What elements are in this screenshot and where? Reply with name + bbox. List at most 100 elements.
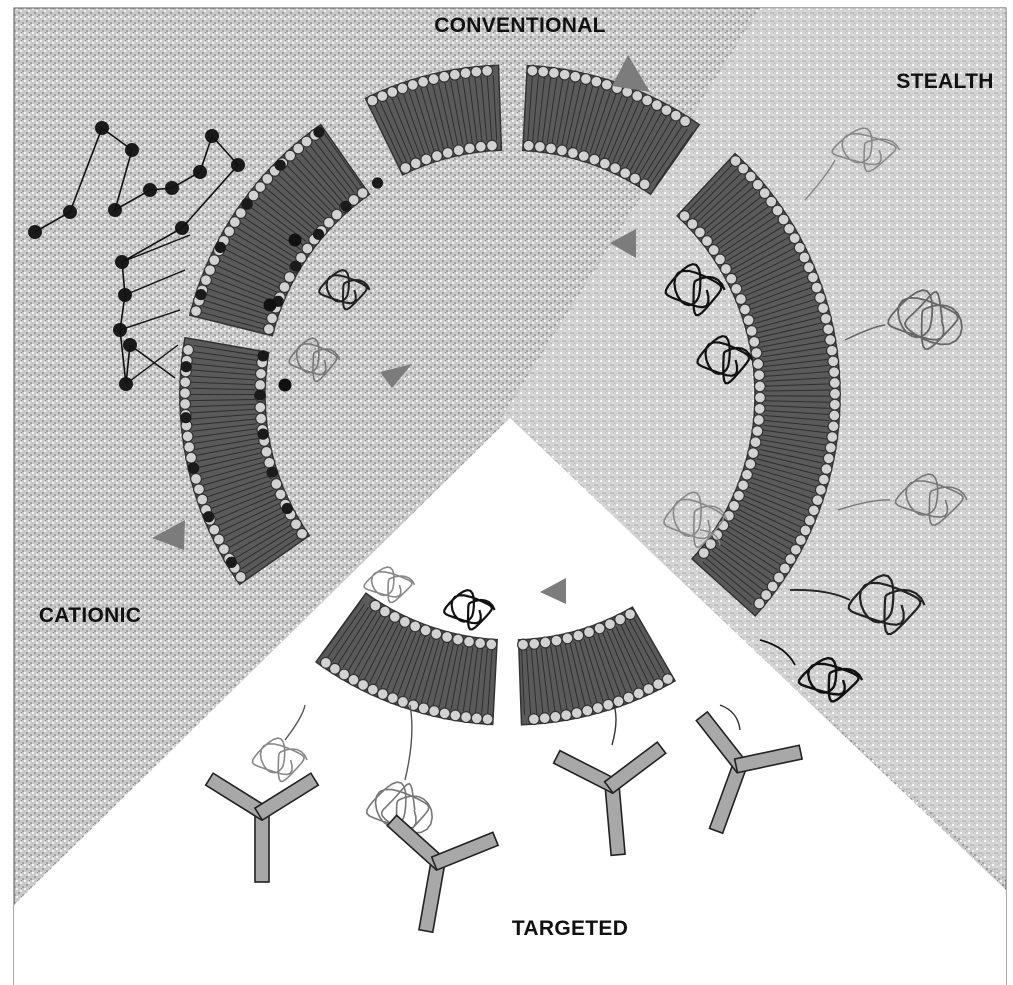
headgroup — [570, 71, 581, 82]
headgroup — [255, 402, 266, 413]
headgroup — [733, 490, 744, 501]
headgroup — [529, 638, 540, 649]
cationic-head — [241, 198, 252, 209]
headgroup — [742, 469, 753, 480]
headgroup — [538, 66, 549, 77]
headgroup — [823, 453, 834, 464]
headgroup — [461, 712, 472, 723]
headgroup — [271, 479, 282, 490]
headgroup — [320, 657, 331, 668]
headgroup — [827, 345, 838, 356]
headgroup — [387, 87, 398, 98]
headgroup — [546, 143, 557, 154]
headgroup — [829, 378, 840, 389]
headgroup — [698, 548, 709, 559]
headgroup — [568, 148, 579, 159]
headgroup — [279, 282, 290, 293]
cationic-head — [203, 511, 214, 522]
headgroup — [549, 68, 560, 79]
headgroup — [557, 145, 568, 156]
headgroup — [828, 356, 839, 367]
headgroup — [528, 714, 539, 725]
headgroup — [808, 505, 819, 516]
headgroup — [731, 283, 742, 294]
headgroup — [825, 442, 836, 453]
headgroup — [475, 638, 486, 649]
label-stealth: STEALTH — [896, 70, 993, 93]
headgroup — [594, 623, 605, 634]
headgroup — [209, 524, 220, 535]
headgroup — [815, 485, 826, 496]
headgroup — [540, 637, 551, 648]
cationic-head — [313, 229, 324, 240]
cationic-head — [180, 412, 191, 423]
headgroup — [209, 255, 220, 266]
cationic-head — [254, 389, 265, 400]
headgroup — [794, 242, 805, 253]
headgroup — [653, 679, 664, 690]
headgroup — [599, 158, 610, 169]
headgroup — [748, 448, 759, 459]
headgroup — [418, 76, 429, 87]
headgroup — [180, 399, 191, 410]
headgroup — [818, 474, 829, 485]
headgroup — [523, 140, 534, 151]
headgroup — [449, 69, 460, 80]
headgroup — [399, 616, 410, 627]
headgroup — [812, 495, 823, 506]
headgroup — [380, 606, 391, 617]
headgroup — [551, 635, 562, 646]
headgroup — [407, 79, 418, 90]
headgroup — [578, 151, 589, 162]
headgroup — [410, 158, 421, 169]
cationic-head — [267, 467, 278, 478]
headgroup — [539, 713, 550, 724]
headgroup — [183, 345, 194, 356]
headgroup — [184, 442, 195, 453]
headgroup — [367, 684, 378, 695]
headgroup — [275, 489, 286, 500]
label-conventional: CONVENTIONAL — [434, 14, 606, 37]
antibody-stem — [255, 812, 269, 882]
headgroup — [256, 413, 267, 424]
headgroup — [825, 335, 836, 346]
headgroup — [561, 710, 572, 721]
headgroup — [591, 76, 602, 87]
cationic-head — [372, 177, 383, 188]
headgroup — [534, 141, 545, 152]
headgroup — [735, 294, 746, 305]
headgroup — [464, 143, 475, 154]
headgroup — [632, 91, 643, 102]
headgroup — [431, 628, 442, 639]
headgroup — [291, 519, 302, 530]
headgroup — [582, 705, 593, 716]
headgroup — [482, 65, 493, 76]
headgroup — [182, 431, 193, 442]
cationic-head — [257, 350, 268, 361]
headgroup — [573, 630, 584, 641]
headgroup — [752, 426, 763, 437]
label-targeted: TARGETED — [512, 917, 628, 940]
headgroup — [633, 688, 644, 699]
headgroup — [186, 452, 197, 463]
headgroup — [527, 65, 538, 76]
headgroup — [708, 245, 719, 256]
headgroup — [726, 273, 737, 284]
headgroup — [829, 399, 840, 410]
headgroup — [387, 693, 398, 704]
headgroup — [829, 367, 840, 378]
headgroup — [743, 315, 754, 326]
headgroup — [821, 313, 832, 324]
headgroup — [580, 74, 591, 85]
cationic-head — [275, 160, 286, 171]
headgroup — [818, 303, 829, 314]
cationic-head — [340, 201, 351, 212]
headgroup — [630, 173, 641, 184]
headgroup — [205, 265, 216, 276]
headgroup — [194, 484, 205, 495]
headgroup — [753, 359, 764, 370]
headgroup — [623, 692, 634, 703]
headgroup — [357, 188, 368, 199]
headgroup — [745, 459, 756, 470]
headgroup — [201, 275, 212, 286]
